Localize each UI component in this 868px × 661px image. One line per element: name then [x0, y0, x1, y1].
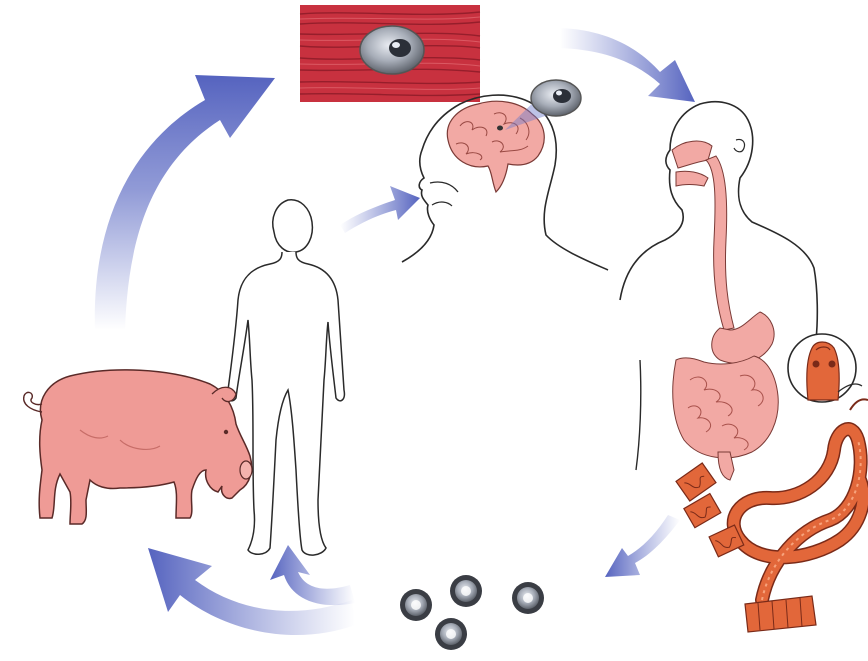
human-head-with-brain — [402, 80, 608, 270]
arrow-muscle-to-gut — [560, 28, 695, 102]
egg-icon — [512, 582, 544, 614]
human-figure — [228, 200, 345, 555]
egg-icon — [450, 575, 482, 607]
eggs — [400, 575, 544, 650]
arrow-human-to-head — [340, 186, 420, 233]
cyst-in-muscle — [300, 5, 480, 102]
tapeworm-scolex — [788, 334, 862, 402]
egg-icon — [400, 589, 432, 621]
egg-icon — [435, 618, 467, 650]
pig — [24, 370, 252, 524]
human-digestive-tract — [620, 102, 817, 480]
arrow-tapeworm-to-eggs — [605, 515, 680, 577]
